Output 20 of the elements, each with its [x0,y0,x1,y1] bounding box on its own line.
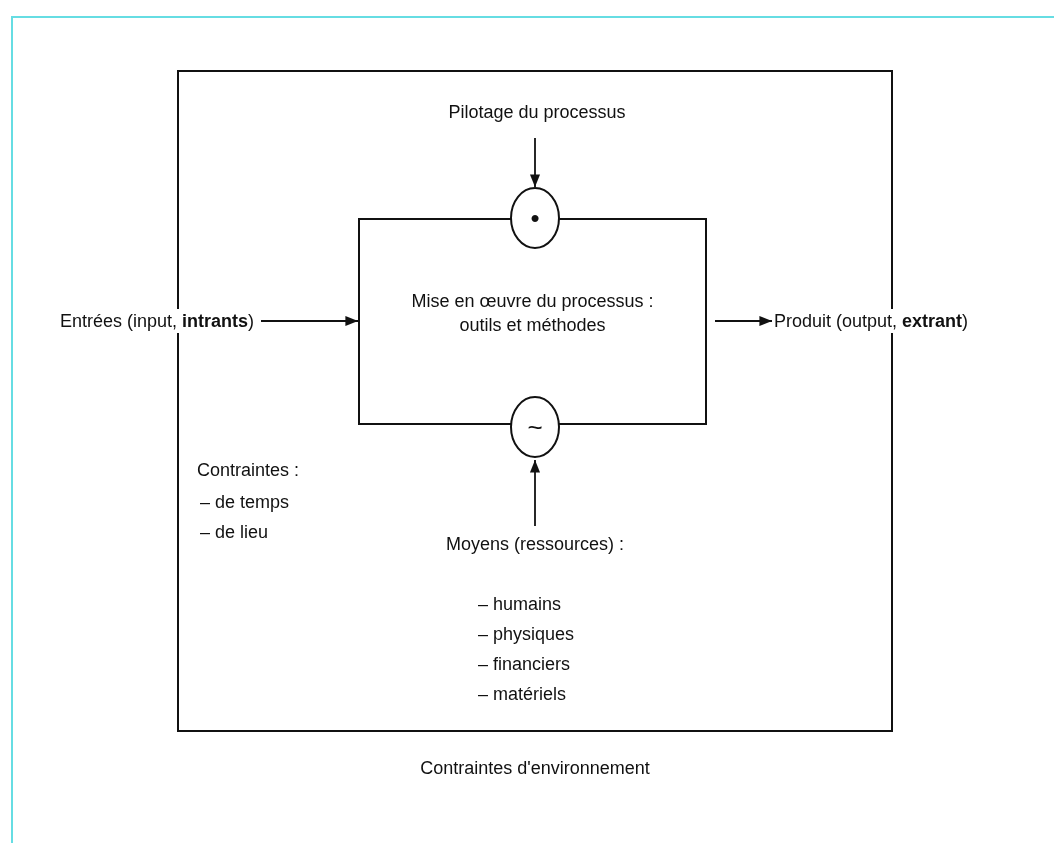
resource-item: – humains [477,593,563,616]
flow-label: Entrées (input, intrants) [58,309,253,333]
arrow [260,315,359,327]
operator-symbol: • [530,203,540,233]
resources-heading: Moyens (ressources) : [444,533,626,556]
constraints-heading: Contraintes : [197,459,300,482]
flow-label: Produit (output, extrant) [772,309,967,333]
arrow [529,459,541,527]
operator-symbol: ~ [527,412,543,442]
operator-circle [510,187,560,249]
resource-item: – matériels [477,683,568,706]
resource-item: – physiques [477,623,576,646]
resource-item: – financiers [477,653,572,676]
frame-caption: Contraintes d'environnement [420,757,650,780]
constraint-item: – de temps [200,491,290,514]
operator-circle [510,396,560,458]
process-text: Mise en œuvre du processus : outils et méthodes [410,289,655,337]
constraint-item: – de lieu [200,521,269,544]
arrow [529,137,541,188]
arrow [714,315,773,327]
